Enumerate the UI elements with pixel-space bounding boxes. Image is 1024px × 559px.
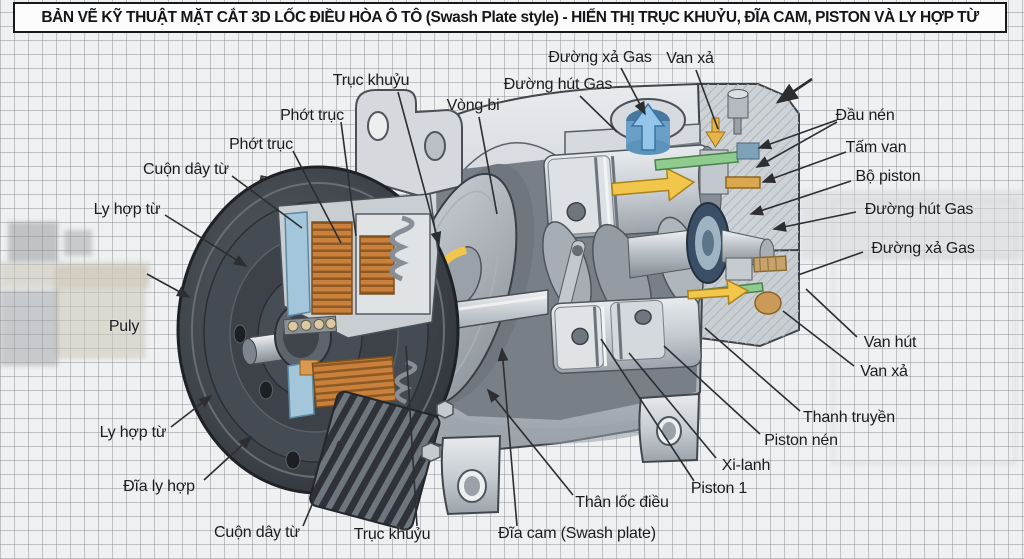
label-dau-nen: Đầu nén bbox=[835, 107, 895, 124]
leader-ly-hop-tu-top bbox=[164, 214, 248, 267]
leader-van-hut-bottom bbox=[805, 288, 858, 338]
label-dia-cam: Đĩa cam (Swash plate) bbox=[498, 525, 656, 542]
leader-truc-khuyu-top bbox=[397, 91, 442, 246]
label-tam-van: Tấm van bbox=[845, 139, 907, 156]
label-duong-hut-gas-top: Đường hút Gas bbox=[503, 76, 613, 93]
front-bracket bbox=[355, 89, 463, 198]
leader-piston-nen bbox=[663, 345, 761, 435]
leader-duong-hut-gas-right bbox=[772, 211, 857, 232]
label-duong-hut-gas-right: Đường hút Gas bbox=[864, 201, 974, 218]
label-ly-hop-tu-top: Ly hợp từ bbox=[93, 201, 161, 218]
spring-upper bbox=[389, 215, 415, 282]
label-phot-truc-1: Phớt trục bbox=[280, 107, 344, 124]
leader-truc-khuyu-bottom bbox=[405, 345, 418, 527]
suction-flow-arrow-icon bbox=[610, 167, 696, 202]
diagram-title: BẢN VẼ KỸ THUẬT MẶT CẮT 3D LỐC ĐIỀU HÒA … bbox=[13, 2, 1007, 33]
disc-hole bbox=[233, 324, 247, 344]
rear-lower-block bbox=[699, 248, 800, 348]
leader-cuon-day-tu-top bbox=[231, 175, 303, 229]
disc-hole bbox=[285, 450, 301, 470]
leader-van-xa-top bbox=[695, 69, 719, 130]
leader-phot-truc-1 bbox=[340, 121, 357, 237]
leader-dia-cam bbox=[497, 347, 518, 527]
label-xi-lanh: Xi-lanh bbox=[721, 457, 771, 474]
label-van-xa-bottom: Van xả bbox=[860, 363, 908, 380]
pulley-clutch bbox=[176, 165, 460, 531]
leader-van-hut-top bbox=[761, 151, 847, 184]
clutch-cutaway-upper bbox=[277, 193, 439, 339]
compression-flow-arrow-icon bbox=[686, 278, 750, 306]
label-puly: Puly bbox=[108, 318, 140, 335]
label-van-xa-top: Van xả bbox=[666, 50, 714, 67]
label-truc-khuyu-top: Trục khuỷu bbox=[332, 72, 410, 89]
label-bo-piston: Bộ piston bbox=[855, 168, 921, 185]
label-thanh-truyen: Thanh truyền bbox=[803, 409, 895, 426]
leader-thanh-truyen bbox=[704, 327, 801, 412]
magnet-coil-upper bbox=[311, 221, 353, 315]
leader-duong-xa-gas-top bbox=[620, 67, 646, 116]
leader-van-xa-bottom bbox=[782, 310, 855, 367]
leader-piston-1 bbox=[600, 338, 695, 482]
leader-tam-van-b bbox=[755, 121, 838, 168]
valve-assembly-top bbox=[654, 89, 761, 195]
suction-valve-orange-top bbox=[725, 176, 761, 189]
label-van-hut-bottom: Van hút bbox=[863, 334, 917, 351]
label-duong-xa-gas-right: Đường xả Gas bbox=[871, 240, 975, 257]
valve-plate-green-top bbox=[654, 151, 739, 171]
label-than-loc-dieu: Thân lốc điều bbox=[575, 494, 669, 511]
pulley-ribs-bottom bbox=[309, 390, 441, 531]
leader-ly-hop-tu-bottom bbox=[170, 394, 213, 428]
label-cuon-day-tu-bottom: Cuộn dây từ bbox=[214, 524, 300, 541]
spring-lower bbox=[394, 359, 418, 405]
leader-bo-piston bbox=[749, 180, 852, 216]
label-piston-1: Piston 1 bbox=[690, 480, 748, 497]
label-duong-xa-gas-top: Đường xả Gas bbox=[548, 49, 652, 66]
leader-dau-nen bbox=[775, 77, 813, 104]
leader-than-loc-dieu bbox=[486, 388, 574, 496]
leader-dia-ly-hop bbox=[203, 435, 253, 481]
leader-duong-xa-gas-right bbox=[797, 251, 864, 276]
leader-tam-van-a bbox=[757, 119, 838, 150]
valve-flow-arrow-icon bbox=[705, 117, 726, 148]
leader-lines bbox=[146, 67, 864, 527]
leader-xi-lanh bbox=[628, 352, 717, 459]
leader-phot-truc-2 bbox=[292, 150, 342, 244]
leader-duong-hut-gas-top bbox=[579, 95, 618, 133]
label-truc-khuyu-bottom: Trục khuỷu bbox=[353, 526, 431, 543]
hex-bolts bbox=[421, 400, 454, 462]
label-phot-truc-2: Phớt trục bbox=[229, 136, 293, 153]
leader-cuon-day-tu-bottom bbox=[302, 440, 340, 527]
label-piston-nen: Piston nén bbox=[764, 432, 838, 449]
mounting-foot-rear bbox=[638, 392, 701, 464]
lower-cylinder bbox=[550, 295, 702, 375]
label-ly-hop-tu-bottom: Ly hợp từ bbox=[99, 424, 167, 441]
leader-vong-bi bbox=[478, 116, 498, 215]
label-dia-ly-hop: Đĩa ly hợp bbox=[123, 478, 195, 495]
valve-assembly-rear bbox=[686, 255, 788, 315]
disc-hole bbox=[259, 380, 273, 400]
label-cuon-day-tu-top: Cuộn dây từ bbox=[143, 161, 229, 178]
leader-puly bbox=[146, 273, 191, 298]
mounting-foot-front bbox=[440, 434, 502, 516]
label-vong-bi: Vòng bi bbox=[446, 97, 500, 114]
